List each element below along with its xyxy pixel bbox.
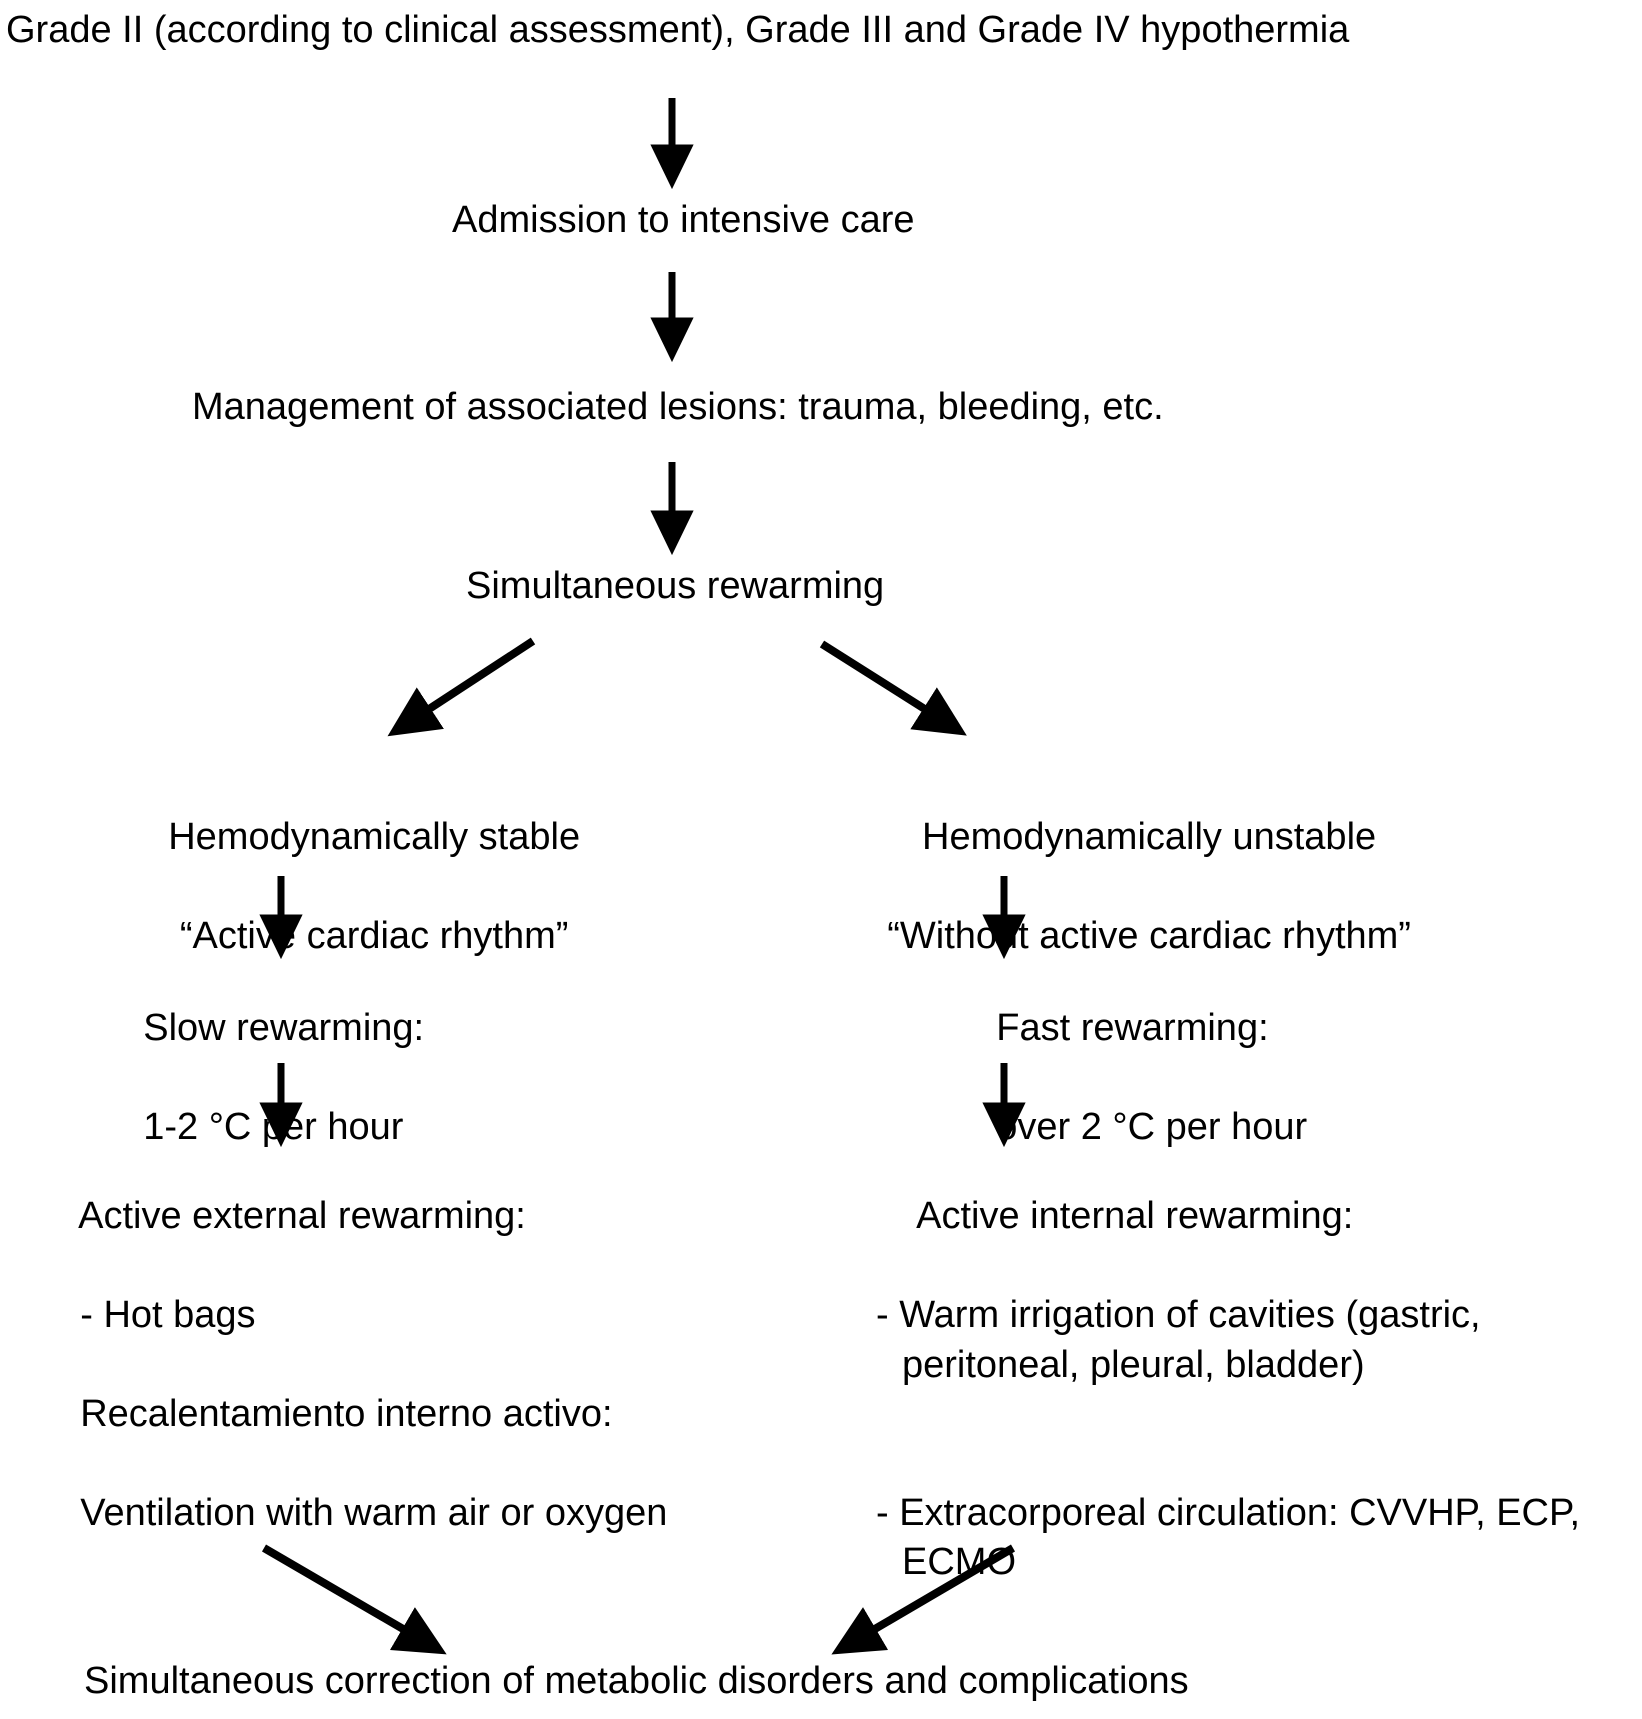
node-admission-to-intensive-care: Admission to intensive care <box>452 199 915 241</box>
detail-right-line3: - Extracorporeal circulation: CVVHP, ECP… <box>876 1491 1581 1584</box>
branch-left-line1: Hemodynamically stable <box>168 816 581 859</box>
detail-right-line1: Active internal rewarming: <box>916 1195 1354 1238</box>
node-fast-rewarming: Fast rewarming: over 2 °C per hour <box>954 955 1307 1202</box>
rate-right-line2: over 2 °C per hour <box>996 1106 1308 1149</box>
detail-left-line3: Recalentamiento interno activo: <box>80 1392 613 1435</box>
node-hemodynamically-unstable: Hemodynamically unstable “Without active… <box>845 764 1411 1011</box>
detail-left-line4: Ventilation with warm air or oxygen <box>80 1491 668 1534</box>
node-simultaneous-rewarming: Simultaneous rewarming <box>466 565 885 607</box>
diagram-title: Grade II (according to clinical assessme… <box>6 9 1350 51</box>
node-simultaneous-correction: Simultaneous correction of metabolic dis… <box>84 1660 1189 1702</box>
arrow-rewarming-to-unstable <box>819 640 967 736</box>
node-management-of-associated-lesions: Management of associated lesions: trauma… <box>192 386 1164 428</box>
node-hemodynamically-stable: Hemodynamically stable “Active cardiac r… <box>126 764 580 1011</box>
arrow-rewarming-to-stable <box>387 637 536 737</box>
branch-right-line1: Hemodynamically unstable <box>922 816 1377 859</box>
branch-left-line2: “Active cardiac rhythm” <box>179 915 569 958</box>
node-active-external-rewarming: Active external rewarming: - Hot bags Re… <box>38 1143 667 1588</box>
node-slow-rewarming: Slow rewarming: 1-2 °C per hour <box>101 955 424 1202</box>
rate-left-line2: 1-2 °C per hour <box>143 1106 404 1149</box>
detail-left-line1: Active external rewarming: <box>78 1195 526 1238</box>
branch-right-line2: “Without active cardiac rhythm” <box>887 915 1411 958</box>
detail-right-line2: - Warm irrigation of cavities (gastric, … <box>876 1294 1481 1386</box>
detail-left-line2: - Hot bags <box>80 1294 256 1337</box>
rate-left-line1: Slow rewarming: <box>143 1007 425 1050</box>
rate-right-line1: Fast rewarming: <box>996 1007 1269 1050</box>
node-active-internal-rewarming: Active internal rewarming: - Warm irriga… <box>876 1143 1632 1686</box>
